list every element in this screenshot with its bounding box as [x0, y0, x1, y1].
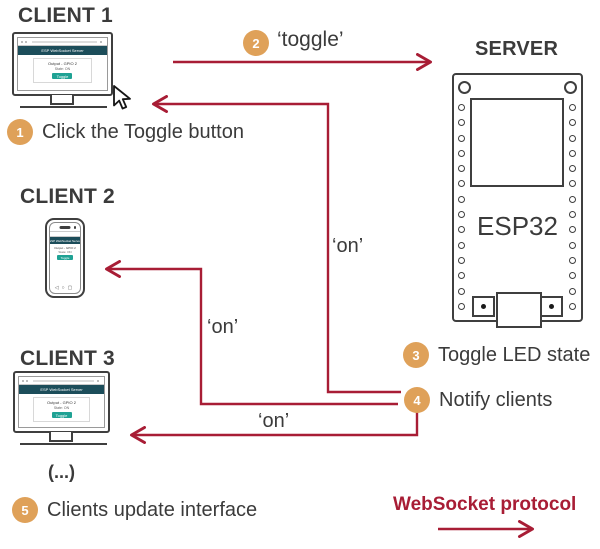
client2-phone-screen: ESP WebSocket Server Output - GPIO 2 Sta…: [49, 222, 81, 294]
client3-monitor: ESP WebSocket Server Output - GPIO 2 Sta…: [13, 371, 110, 433]
client3-browser-window: ESP WebSocket Server Output - GPIO 2 Sta…: [18, 376, 105, 428]
step-3-badge: 3: [403, 342, 429, 368]
esp32-usb-connector: [496, 292, 542, 328]
client3-output-label: Output - GPIO 2: [47, 400, 76, 405]
step-3: 3 Toggle LED state: [403, 342, 590, 368]
arrow-notify-client2: [105, 260, 398, 406]
esp32-en-button: [472, 296, 495, 317]
client2-page-header: ESP WebSocket Server: [49, 237, 81, 244]
on-message-client2: ‘on’: [207, 316, 239, 338]
phone-nav-icons: ◁○▢: [54, 285, 76, 291]
client3-page-header: ESP WebSocket Server: [19, 385, 104, 394]
client1-monitor: ESP WebSocket Server Output - GPIO 2 Sta…: [12, 32, 113, 96]
step-4-label: Notify clients: [439, 388, 553, 411]
client1-monitor-stand: [50, 95, 74, 105]
esp32-boot-button: [540, 296, 563, 317]
step-4: 4 Notify clients: [404, 387, 552, 413]
arrow-notify-client3: [130, 412, 419, 444]
mounting-hole-left-icon: [458, 81, 471, 94]
client2-address-bar: [50, 231, 80, 237]
esp32-board: ESP32: [452, 73, 583, 328]
step-1: 1 Click the Toggle button: [7, 119, 244, 145]
mounting-hole-right-icon: [564, 81, 577, 94]
client1-page-header: ESP WebSocket Server: [18, 46, 107, 55]
button-dot-icon: [481, 304, 486, 309]
client2-state-label: State: ON: [58, 250, 72, 254]
client1-address-bar: [18, 38, 107, 46]
client1-state-label: State: ON: [54, 67, 71, 71]
step-1-label: Click the Toggle button: [42, 120, 244, 143]
esp32-chip-label: ESP32: [477, 211, 558, 241]
step-1-badge: 1: [7, 119, 33, 145]
step-5-label: Clients update interface: [47, 498, 258, 521]
client1-browser-window: ESP WebSocket Server Output - GPIO 2 Sta…: [17, 37, 108, 91]
client3-title: CLIENT 3: [20, 347, 115, 370]
server-title: SERVER: [475, 38, 559, 60]
more-clients-ellipsis: (...): [48, 462, 75, 482]
step-3-label: Toggle LED state: [438, 343, 591, 366]
esp32-left-pins: [458, 104, 466, 310]
client3-address-bar: [19, 377, 104, 385]
client3-state-label: State: ON: [53, 406, 70, 410]
client1-toggle-button: Toggle: [52, 73, 73, 79]
client2-title: CLIENT 2: [20, 185, 115, 208]
client3-monitor-base: [20, 443, 107, 445]
phone-camera-icon: [73, 226, 76, 229]
client3-monitor-stand: [49, 432, 73, 442]
client3-gpio-card: Output - GPIO 2 State: ON Toggle: [33, 397, 90, 422]
toggle-message-label: ‘toggle’: [277, 28, 344, 51]
on-message-client1: ‘on’: [332, 235, 364, 257]
client2-output-label: Output - GPIO 2: [54, 246, 76, 250]
step-5-badge: 5: [12, 497, 38, 523]
client1-monitor-base: [20, 106, 107, 108]
step-2-badge: 2: [243, 30, 269, 56]
client1-output-label: Output - GPIO 2: [48, 61, 77, 66]
client1-gpio-card: Output - GPIO 2 State: ON Toggle: [32, 58, 93, 83]
esp32-module: [470, 98, 564, 187]
step-5: 5 Clients update interface: [12, 497, 257, 523]
mouse-cursor-icon: [113, 85, 131, 110]
client2-toggle-button: Toggle: [57, 255, 73, 260]
client3-toggle-button: Toggle: [51, 412, 72, 418]
client1-title: CLIENT 1: [18, 4, 113, 27]
arrow-notify-client1: [152, 95, 401, 394]
client2-phone: ESP WebSocket Server Output - GPIO 2 Sta…: [45, 218, 85, 298]
button-dot-icon: [549, 304, 554, 309]
step-4-badge: 4: [404, 387, 430, 413]
on-message-client3: ‘on’: [258, 410, 290, 432]
esp32-right-pins: [569, 104, 577, 310]
phone-speaker-icon: [59, 226, 71, 229]
websocket-protocol-label: WebSocket protocol: [393, 494, 577, 515]
